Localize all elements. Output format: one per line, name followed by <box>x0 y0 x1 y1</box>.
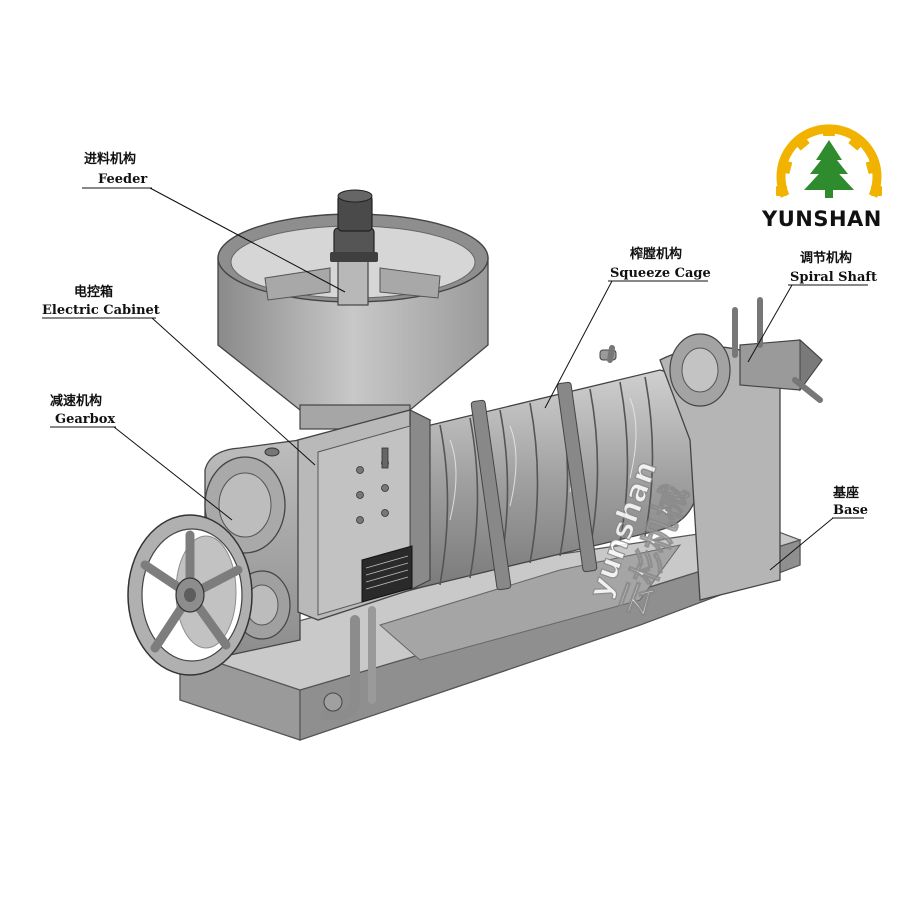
base-frame <box>177 524 802 741</box>
label-squeeze-cage-zh: 榨膛机构 <box>629 246 682 262</box>
squeeze-cage <box>409 349 701 591</box>
label-squeeze-cage-en: Squeeze Cage <box>610 266 711 281</box>
oil-press-machine <box>127 189 823 741</box>
label-gearbox-en: Gearbox <box>55 412 115 427</box>
label-base: 基座 Base <box>832 485 868 518</box>
leader-lines <box>42 187 868 571</box>
label-base-zh: 基座 <box>832 485 859 501</box>
label-spiral-shaft-en: Spiral Shaft <box>790 270 877 285</box>
cabinet-nameplate <box>361 545 413 603</box>
spiral-shaft-assembly <box>607 297 823 601</box>
flywheel <box>127 514 253 676</box>
electric-cabinet <box>296 409 432 720</box>
label-electric-cabinet-zh: 电控箱 <box>74 284 113 300</box>
feeder-motor <box>330 189 378 262</box>
logo-text: YUNSHAN <box>761 207 882 231</box>
label-squeeze-cage: 榨膛机构 Squeeze Cage <box>610 246 711 281</box>
label-gearbox-zh: 减速机构 <box>50 393 102 409</box>
label-feeder: 进料机构 Feeder <box>84 151 147 187</box>
label-spiral-shaft-zh: 调节机构 <box>800 250 852 266</box>
label-base-en: Base <box>833 503 868 518</box>
yunshan-logo: YUNSHAN <box>761 124 882 231</box>
label-spiral-shaft: 调节机构 Spiral Shaft <box>790 250 877 285</box>
label-gearbox: 减速机构 Gearbox <box>50 393 115 427</box>
pine-tree-gear-icon <box>776 124 882 198</box>
label-electric-cabinet-en: Electric Cabinet <box>42 303 160 318</box>
label-electric-cabinet: 电控箱 Electric Cabinet <box>42 284 160 318</box>
label-feeder-en: Feeder <box>98 172 147 187</box>
label-feeder-zh: 进料机构 <box>84 151 136 167</box>
